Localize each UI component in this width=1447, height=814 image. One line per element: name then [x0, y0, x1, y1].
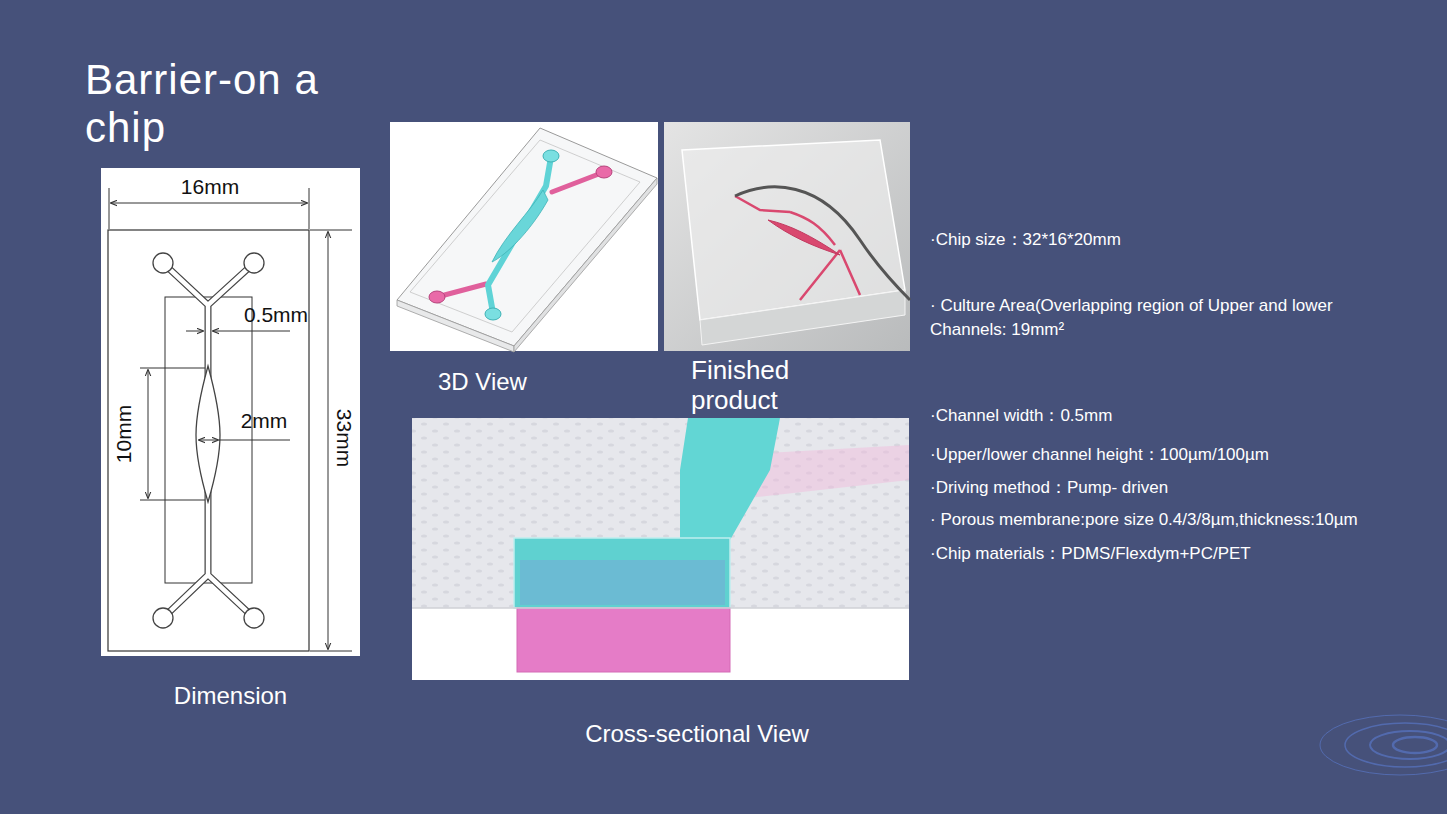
panel-caption: 3D View: [438, 368, 638, 396]
dimension-label: 2mm: [241, 406, 288, 435]
product-photo: [664, 122, 910, 351]
dimension-label: 10mm: [109, 405, 138, 463]
dimension-drawing: [101, 168, 360, 656]
three-d-view: [390, 122, 658, 352]
panel-caption: Dimension: [101, 682, 360, 710]
figure-panel: 3D View: [390, 122, 658, 351]
cross-section: [412, 418, 909, 680]
corner-swirl: [1320, 715, 1447, 775]
spec-bullet: · Porous membrane:pore size 0.4/3/8µm,th…: [930, 508, 1358, 532]
spec-bullet: ·Chip materials：PDMS/Flexdym+PC/PET: [930, 542, 1251, 566]
figure-panel: Cross-sectional View: [412, 418, 909, 680]
dimension-label: 33mm: [329, 409, 358, 467]
spec-bullet: ·Driving method：Pump- driven: [930, 476, 1168, 500]
spec-bullet: ·Upper/lower channel height：100µm/100µm: [930, 443, 1269, 467]
figure-panel: Finished product: [664, 122, 910, 351]
slide-title: Barrier-on a chip: [85, 56, 375, 153]
spec-bullet: ·Chip size：32*16*20mm: [930, 228, 1121, 252]
panel-caption: Cross-sectional View: [497, 720, 897, 748]
spec-bullet: ·Channel width：0.5mm: [930, 404, 1112, 428]
figure-panel: Dimension: [101, 168, 360, 656]
panel-caption: Finished product: [691, 356, 821, 416]
dimension-label: 16mm: [181, 172, 239, 201]
dimension-label: 0.5mm: [244, 300, 308, 329]
spec-bullet: · Culture Area(Overlapping region of Upp…: [930, 294, 1365, 342]
